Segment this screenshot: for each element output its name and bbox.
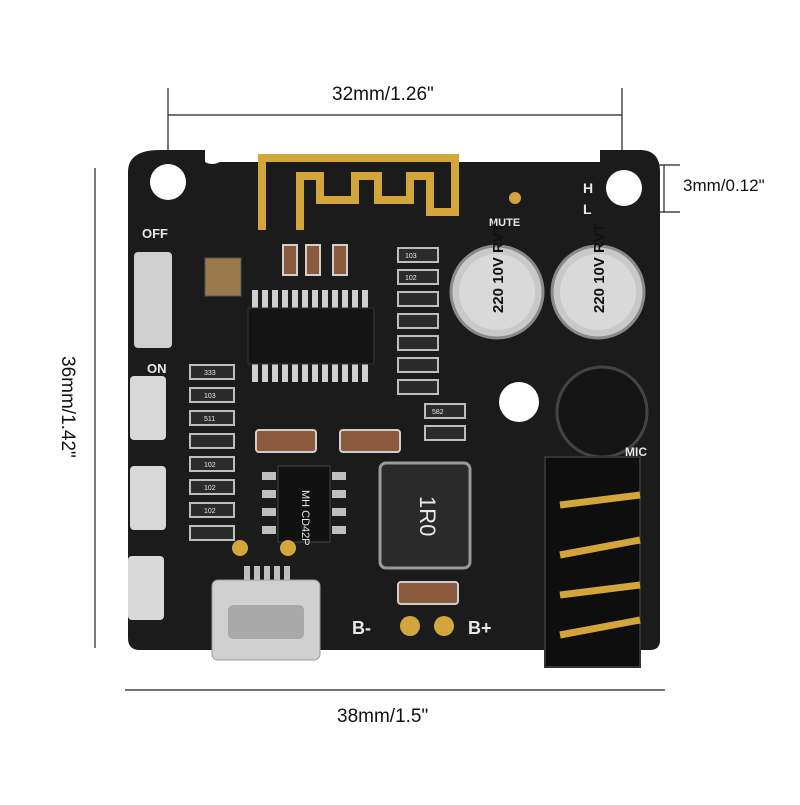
mounting-hole-center: [499, 382, 539, 422]
inductor: [378, 461, 472, 570]
capacitor-2-marking: 220 10V RVT: [591, 223, 608, 313]
audio-jack: [544, 456, 641, 668]
height-dimension-label: 36mm/1.42": [57, 356, 78, 458]
label-b-minus: B-: [352, 618, 371, 638]
inductor-marking: 1R0: [415, 496, 440, 536]
label-on: ON: [147, 361, 167, 376]
bluetooth-antenna: [258, 154, 459, 230]
pad-left-2: [280, 540, 296, 556]
resistor-marking-8: 102: [204, 485, 216, 492]
resistor-column-right: [397, 247, 466, 441]
resistor-marking-7: 582: [432, 409, 444, 416]
hole-offset-dimension-label: 3mm/0.12": [683, 176, 765, 195]
side-button-2: [130, 466, 166, 530]
resistor-marking-6: 511: [204, 416, 215, 423]
electrolytic-capacitor-2: [550, 244, 646, 340]
resistor-marking-1: 103: [405, 253, 417, 260]
resistor-marking-2: 102: [405, 275, 417, 282]
mounting-hole-right: [606, 170, 642, 206]
power-switch: [134, 252, 172, 348]
bottom-width-dimension-label: 38mm/1.5": [337, 706, 429, 727]
resistor-marking-3: 102: [204, 462, 216, 469]
battery-pad-negative: [400, 616, 420, 636]
microphone: [555, 365, 649, 459]
side-button-3: [128, 556, 164, 620]
charger-chip: [262, 465, 346, 543]
label-l: L: [583, 201, 592, 217]
electrolytic-capacitor-1: [449, 244, 545, 340]
crystal-oscillator: [204, 257, 242, 297]
bluetooth-chip: [247, 290, 375, 382]
silkscreen-labels: OFF ON MUTE H L MIC B- B+: [142, 180, 647, 638]
resistor-marking-5: 333: [204, 370, 216, 377]
resistor-markings: 103 102 102 103 333 511 582 102 102: [204, 253, 444, 515]
label-mute: MUTE: [489, 217, 520, 229]
label-b-plus: B+: [468, 618, 492, 638]
label-mic: MIC: [625, 445, 647, 459]
side-button-1: [130, 376, 166, 440]
label-off: OFF: [142, 226, 168, 241]
component-markings: 220 10V RVT 220 10V RVT: [490, 223, 608, 313]
width-dimension-label: 32mm/1.26": [332, 84, 434, 105]
capacitor-1-marking: 220 10V RVT: [490, 223, 507, 313]
resistor-column: [189, 364, 235, 541]
chip-marking: MH CD42P: [299, 490, 311, 546]
mounting-hole-left: [150, 164, 186, 200]
pad-left-1: [232, 540, 248, 556]
resistor-marking-4: 103: [204, 393, 216, 400]
battery-pad-positive: [434, 616, 454, 636]
resistor-marking-9: 102: [204, 508, 216, 515]
smd-capacitors: [255, 244, 459, 605]
label-h: H: [583, 180, 593, 196]
mute-pad: [509, 192, 521, 204]
micro-usb-port: [211, 566, 321, 661]
